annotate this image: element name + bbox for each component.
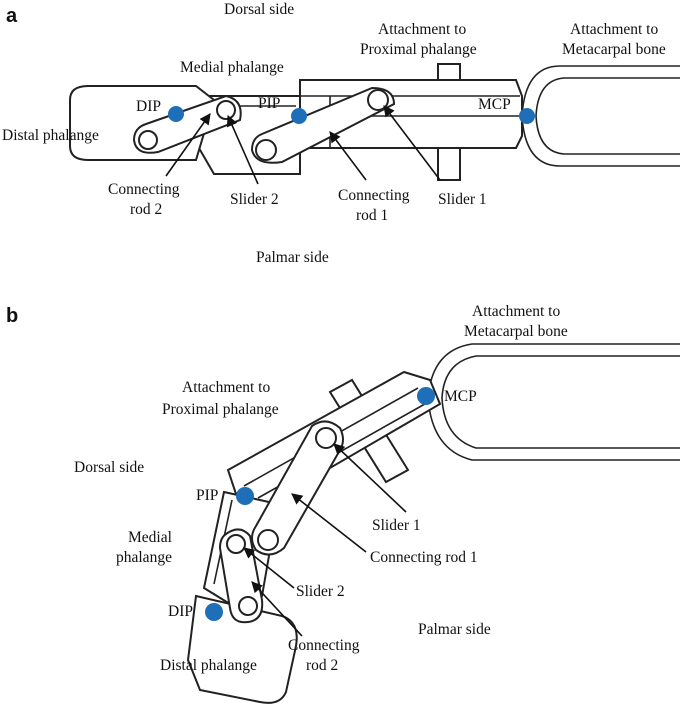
rod-2-arrow-a <box>165 113 211 177</box>
attach-metacarpal-label-a-line1: Attachment to <box>570 21 658 38</box>
dip-label-a: DIP <box>136 98 161 115</box>
mcp-joint-a <box>519 108 535 124</box>
palmar-side-label-b: Palmar side <box>418 621 491 638</box>
pip-joint-a <box>291 108 307 124</box>
slider-2-arrow-b <box>243 547 295 589</box>
pip-label-a: PIP <box>258 95 280 112</box>
panel-a: a <box>2 1 680 266</box>
slider-2-arrow-a <box>226 114 259 185</box>
medial-label-b-line1: Medial <box>128 529 172 546</box>
panel-b: b <box>6 303 680 704</box>
distal-phalange-b <box>186 594 298 704</box>
rod-1-arrow-a <box>329 131 367 181</box>
medial-phalange-label-a: Medial phalange <box>180 59 284 76</box>
attach-metacarpal-label-a-line2: Metacarpal bone <box>562 41 666 58</box>
slider-2-label-b: Slider 2 <box>296 583 345 600</box>
connecting-rod-1-a <box>250 86 396 164</box>
dip-joint-b <box>205 603 223 621</box>
rod-1-label-a-line2: rod 1 <box>356 207 388 224</box>
pip-joint-b <box>236 487 254 505</box>
rod-1-label-b: Connecting rod 1 <box>370 549 478 566</box>
rod-1-arrow-b <box>291 493 367 553</box>
attach-proximal-label-a-line2: Proximal phalange <box>360 41 477 58</box>
rod-2-label-a-line1: Connecting <box>108 181 180 198</box>
dorsal-side-label-a: Dorsal side <box>224 1 294 18</box>
distal-phalange-label-a: Distal phalange <box>2 127 99 144</box>
rod-1-label-a-line1: Connecting <box>338 187 410 204</box>
dip-joint-a <box>168 106 184 122</box>
slider-1-arrow-a <box>383 105 441 181</box>
slider-1-label-a: Slider 1 <box>438 191 487 208</box>
rod-2-label-b-line2: rod 2 <box>306 657 338 674</box>
rod-2-arrow-b <box>251 581 303 637</box>
rod-2-label-a-line2: rod 2 <box>130 201 162 218</box>
attach-metacarpal-label-b-line2: Metacarpal bone <box>464 323 568 340</box>
mcp-label-b: MCP <box>444 388 477 405</box>
mcp-label-a: MCP <box>478 96 511 113</box>
mcp-joint-b <box>417 387 435 405</box>
attach-proximal-label-a-line1: Attachment to <box>378 21 466 38</box>
dorsal-side-label-b: Dorsal side <box>74 459 144 476</box>
attach-metacarpal-label-b-line1: Attachment to <box>472 303 560 320</box>
slider-1-label-b: Slider 1 <box>372 517 421 534</box>
distal-phalange-label-b: Distal phalange <box>160 657 257 674</box>
connecting-rod-1-b <box>251 420 344 556</box>
slider-1-arrow-b <box>333 443 407 513</box>
metacarpal-attachment-a <box>521 65 680 167</box>
attach-proximal-label-b-line1: Attachment to <box>182 379 270 396</box>
palmar-side-label-a: Palmar side <box>256 249 329 266</box>
slider-2-label-a: Slider 2 <box>230 191 279 208</box>
dip-label-b: DIP <box>168 603 193 620</box>
pip-label-b: PIP <box>196 487 218 504</box>
attach-proximal-label-b-line2: Proximal phalange <box>162 401 279 418</box>
panel-a-letter: a <box>6 5 18 27</box>
medial-label-b-line2: phalange <box>116 549 172 566</box>
rod-2-label-b-line1: Connecting <box>288 637 360 654</box>
connecting-rod-2-a <box>132 94 242 154</box>
panel-b-letter: b <box>6 305 18 327</box>
